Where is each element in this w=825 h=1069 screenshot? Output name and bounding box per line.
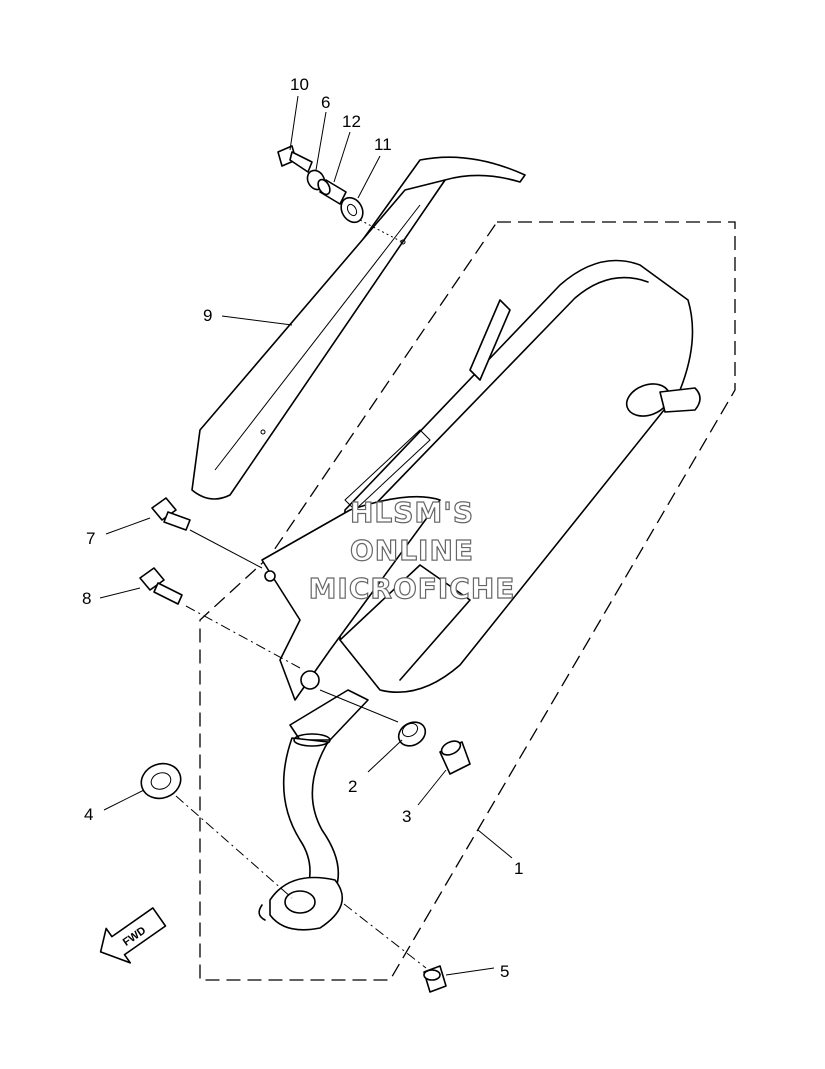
flange-bolt-8 <box>139 567 183 605</box>
callout-10: 10 <box>290 75 309 94</box>
watermark-line-2: ONLINE <box>350 534 474 567</box>
bolt-8-line <box>185 605 301 669</box>
muffler-protector <box>191 156 526 500</box>
leader-6 <box>315 111 327 171</box>
collar-12 <box>317 178 347 205</box>
watermark: HLSM'S ONLINE MICROFICHE <box>308 495 516 605</box>
bolt-10 <box>277 145 313 173</box>
fwd-arrow-icon: FWD <box>99 907 167 964</box>
nut-5-line <box>343 903 427 969</box>
leader-10 <box>289 95 299 151</box>
bolt-7-line <box>189 529 263 569</box>
watermark-line-1: HLSM'S <box>350 496 474 529</box>
collar-3 <box>439 740 471 775</box>
callout-8: 8 <box>82 589 91 608</box>
leader-3 <box>417 769 447 806</box>
callout-2: 2 <box>348 777 357 796</box>
leader-1 <box>477 829 513 859</box>
leader-2 <box>367 739 403 773</box>
assembly-boundary <box>199 221 736 981</box>
leader-7 <box>105 517 151 535</box>
muffler-body <box>261 259 701 701</box>
callout-6: 6 <box>321 93 330 112</box>
flange-bolt-7 <box>151 497 191 531</box>
leader-9 <box>221 315 293 326</box>
gasket-4 <box>140 762 182 800</box>
callout-9: 9 <box>203 306 212 325</box>
callout-7: 7 <box>86 529 95 548</box>
callout-11: 11 <box>374 135 392 154</box>
leader-4 <box>103 789 145 811</box>
callout-4: 4 <box>84 805 93 824</box>
nut-5 <box>423 965 447 993</box>
exhaust-pipe <box>258 689 369 931</box>
callout-12: 12 <box>342 112 361 131</box>
callout-3: 3 <box>402 807 411 826</box>
watermark-line-3: MICROFICHE <box>309 572 516 605</box>
collar-2 <box>397 721 427 747</box>
leader-8 <box>99 587 141 599</box>
leader-12 <box>333 131 351 183</box>
damper-11 <box>340 196 364 224</box>
callout-5: 5 <box>500 962 509 981</box>
callout-1: 1 <box>514 859 523 878</box>
gasket-4-line <box>175 795 293 899</box>
leader-5 <box>445 967 495 976</box>
collar-2-line <box>319 689 399 723</box>
leader-11 <box>357 155 381 199</box>
